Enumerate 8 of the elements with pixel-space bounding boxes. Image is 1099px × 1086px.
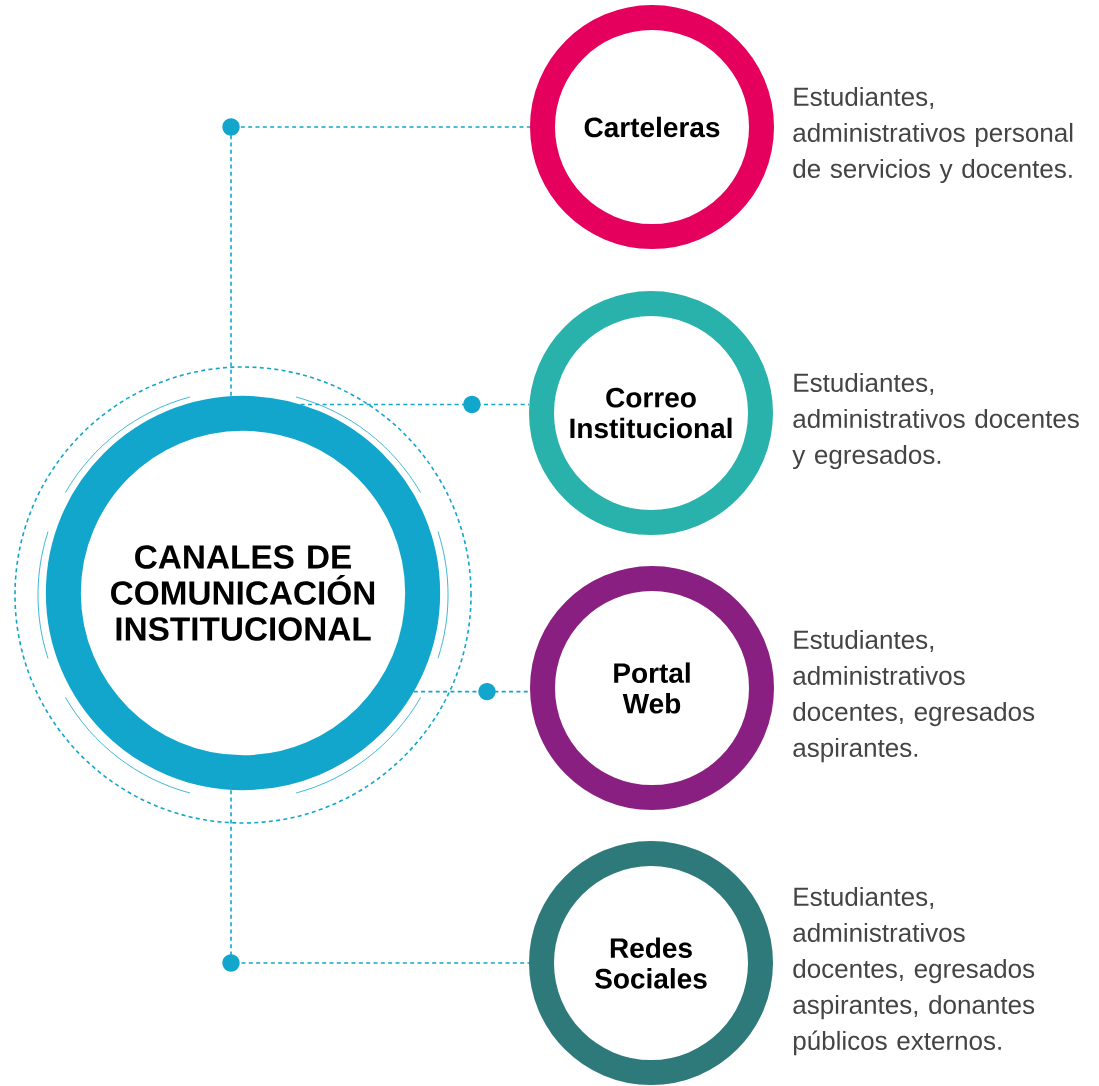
audience-text: Estudiantes, administrativos docentes y egresados.: [792, 372, 1079, 470]
connector-line: [299, 395, 530, 414]
audience-text: Estudiantes, administrativos docentes, egresados aspirantes.: [793, 629, 1035, 763]
connector-line: [222, 118, 531, 397]
connector-line: [412, 682, 531, 701]
connector-line: [222, 789, 530, 972]
audience-text: Estudiantes, administrativos personal de servicios y docentes.: [793, 86, 1073, 184]
audience-text: Estudiantes, administrativos docentes, egresados aspirantes, donantes públicos externos.: [793, 886, 1035, 1056]
